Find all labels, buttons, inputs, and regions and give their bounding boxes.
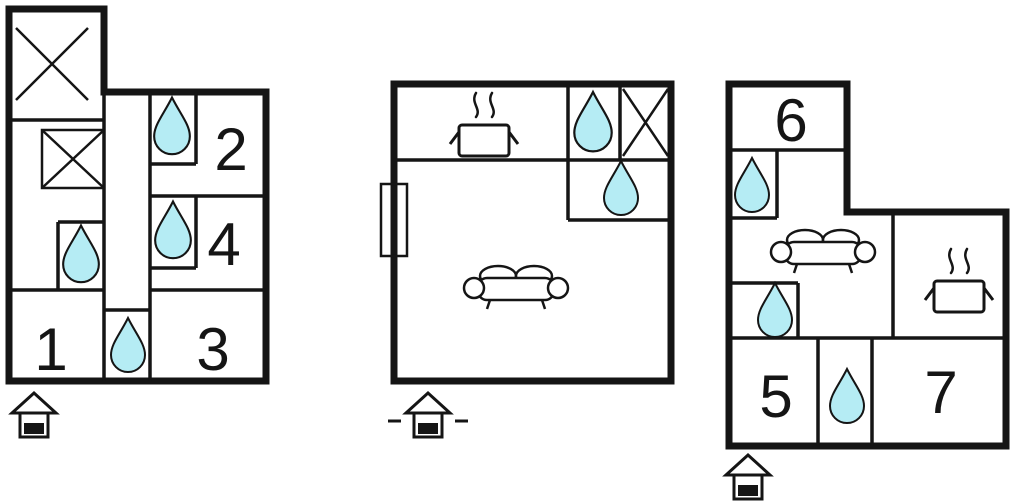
- room-label-4: 4: [207, 211, 240, 278]
- interior-walls: [729, 148, 1006, 446]
- door-icon: [379, 182, 409, 258]
- crossed-box-icon: [621, 88, 670, 157]
- cross-room-icon: [15, 27, 89, 101]
- floor-plan-left: 2 4 1 3: [5, 5, 270, 439]
- interior-walls: [9, 92, 266, 381]
- house-entrance-icon: [404, 391, 452, 439]
- room-label-6: 6: [774, 87, 807, 154]
- room-label-2: 2: [214, 116, 247, 183]
- room-label-7: 7: [924, 359, 957, 426]
- house-entrance-icon: [10, 391, 58, 439]
- room-label-5: 5: [759, 363, 792, 430]
- room-label-1: 1: [34, 316, 67, 383]
- outer-wall: [5, 5, 270, 385]
- outer-wall: [725, 80, 1010, 450]
- interior-walls: [394, 84, 671, 222]
- house-entrance-icon: [724, 453, 772, 501]
- floor-plan-middle: [379, 80, 675, 439]
- floor-plan-right: 6 5 7: [724, 80, 1010, 501]
- crossed-box-icon: [40, 128, 106, 190]
- room-label-3: 3: [196, 316, 229, 383]
- outer-wall: [390, 80, 675, 385]
